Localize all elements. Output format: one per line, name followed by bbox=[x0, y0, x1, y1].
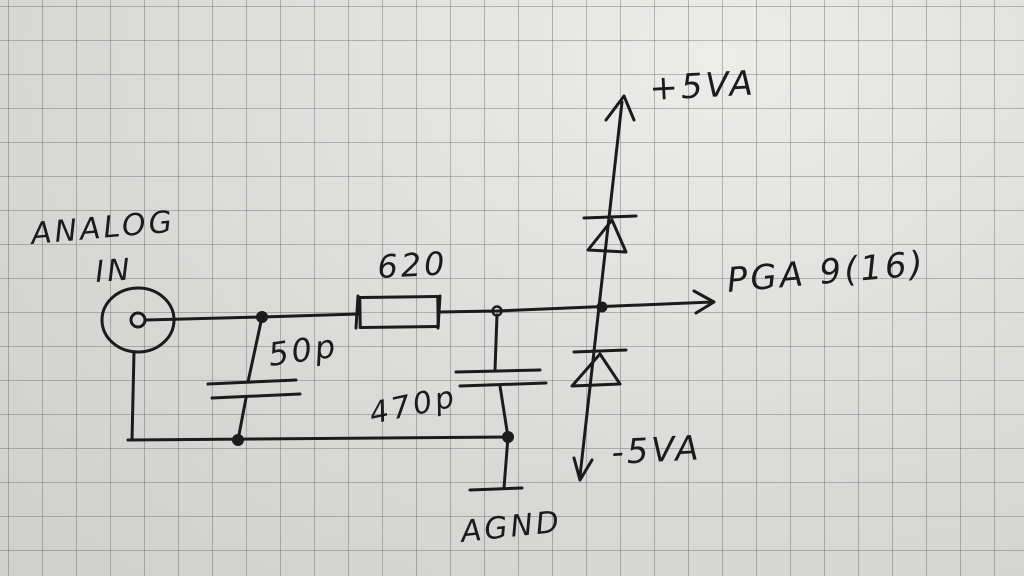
neg-rail-arrow-icon bbox=[572, 456, 594, 482]
ground-symbol-icon bbox=[468, 435, 524, 492]
label-ground: AGND bbox=[457, 505, 563, 551]
wire-input-signal bbox=[144, 315, 264, 322]
wire-ground-bus bbox=[126, 435, 512, 442]
diode-upper-icon bbox=[582, 214, 638, 254]
capacitor-50p-icon bbox=[206, 315, 302, 442]
label-analog: ANALOG bbox=[28, 205, 177, 253]
pos-rail-arrow-icon bbox=[604, 94, 636, 122]
wire-to-resistor bbox=[260, 312, 360, 319]
label-cap-470p: 470p bbox=[366, 379, 460, 432]
label-output: PGA 9(16) bbox=[725, 244, 927, 301]
output-arrow-icon bbox=[692, 289, 716, 315]
diode-lower-icon bbox=[570, 348, 628, 388]
label-in: IN bbox=[94, 252, 134, 290]
wire-resistor-to-node bbox=[438, 309, 497, 314]
wire-connector-ground bbox=[130, 350, 136, 442]
wire-supply-rail bbox=[578, 100, 624, 478]
label-resistor-value: 620 bbox=[376, 244, 448, 286]
label-cap-50p: 50p bbox=[266, 327, 341, 374]
resistor-620-icon bbox=[354, 294, 442, 330]
label-pos-rail: +5VA bbox=[648, 63, 756, 109]
label-neg-rail: -5VA bbox=[610, 428, 702, 473]
capacitor-470p-icon bbox=[454, 313, 548, 439]
